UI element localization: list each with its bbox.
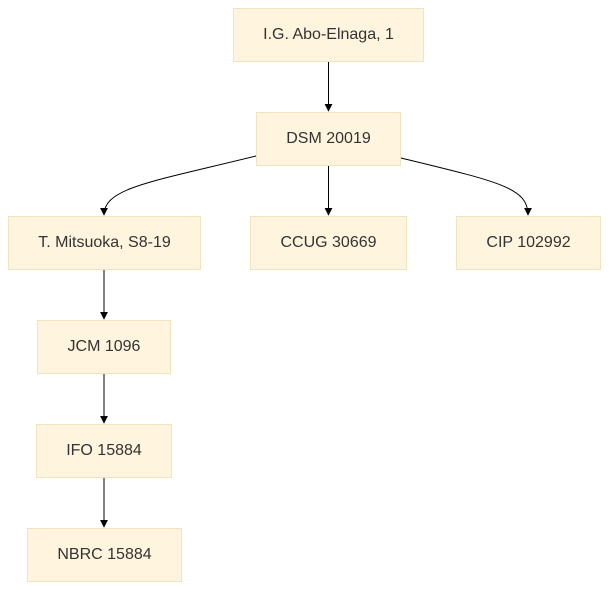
node-label: NBRC 15884 — [57, 546, 152, 563]
node-cip-102992: CIP 102992 — [456, 216, 601, 270]
edge-n1-n4 — [400, 157, 532, 216]
node-label: JCM 1096 — [67, 338, 141, 355]
node-label: CCUG 30669 — [280, 234, 377, 251]
node-mitsuoka: T. Mitsuoka, S8-19 — [8, 216, 201, 270]
node-jcm-1096: JCM 1096 — [37, 320, 171, 374]
node-label: DSM 20019 — [286, 130, 371, 147]
node-label: CIP 102992 — [486, 234, 571, 251]
node-label: I.G. Abo-Elnaga, 1 — [263, 26, 394, 43]
node-dsm-20019: DSM 20019 — [256, 112, 401, 166]
node-ifo-15884: IFO 15884 — [36, 424, 172, 478]
edge-n1-n2 — [100, 155, 257, 216]
node-abo-elnaga: I.G. Abo-Elnaga, 1 — [233, 8, 424, 62]
node-ccug-30669: CCUG 30669 — [250, 216, 407, 270]
node-label: IFO 15884 — [66, 442, 142, 459]
node-label: T. Mitsuoka, S8-19 — [38, 234, 171, 251]
node-nbrc-15884: NBRC 15884 — [27, 528, 182, 582]
